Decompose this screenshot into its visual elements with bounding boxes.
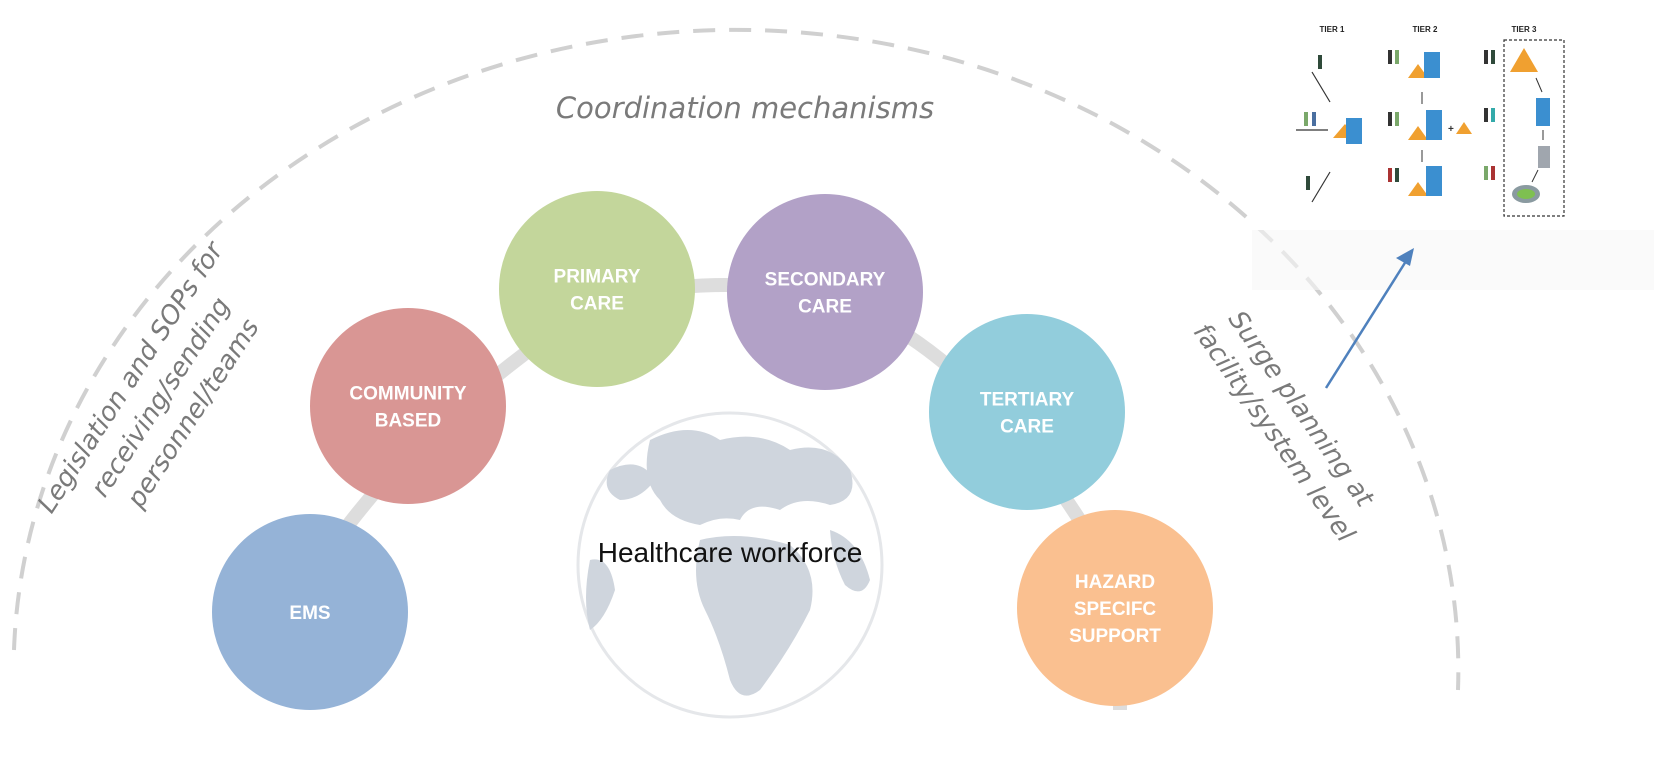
- tier-3-dashed-box: [1503, 39, 1565, 217]
- node-label-line: BASED: [375, 411, 442, 432]
- node-label-line: SUPPORT: [1069, 626, 1161, 647]
- node-circle: [499, 191, 695, 387]
- node-label-line: SECONDARY: [765, 270, 886, 291]
- arrow-to-inset: [1324, 248, 1414, 389]
- svg-text:+: +: [1448, 124, 1454, 135]
- node-circle: [727, 194, 923, 390]
- tier-3-title: TIER 3: [1512, 25, 1537, 34]
- tier-inset-image: TIER 1 TIER 2 TIER 3 +: [1252, 12, 1654, 290]
- node-tertiary-care: TERTIARY CARE: [929, 314, 1125, 510]
- node-hazard-specific-support: HAZARD SPECIFC SUPPORT: [1017, 510, 1213, 706]
- node-label-line: COMMUNITY: [349, 384, 466, 405]
- node-label-line: HAZARD: [1075, 572, 1155, 593]
- node-secondary-care: SECONDARY CARE: [727, 194, 923, 390]
- node-label-line: CARE: [570, 294, 624, 315]
- node-primary-care: PRIMARY CARE: [499, 191, 695, 387]
- dashed-outer-arc: [12, 27, 1461, 691]
- tier-1-title: TIER 1: [1320, 25, 1345, 34]
- center-label: Healthcare workforce: [598, 537, 863, 568]
- node-label-line: CARE: [798, 297, 852, 318]
- top-label: Coordination mechanisms: [556, 91, 934, 125]
- node-ems: EMS: [212, 514, 408, 710]
- node-community-based: COMMUNITY BASED: [310, 308, 506, 504]
- node-circle: [310, 308, 506, 504]
- node-label-line: CARE: [1000, 417, 1054, 438]
- globe-icon: [576, 411, 884, 719]
- tier-2-title: TIER 2: [1413, 25, 1438, 34]
- node-circle: [929, 314, 1125, 510]
- node-circle: [1017, 510, 1213, 706]
- node-label-line: TERTIARY: [980, 390, 1075, 411]
- node-label-line: PRIMARY: [554, 267, 641, 288]
- node-label-line: SPECIFC: [1074, 599, 1157, 620]
- node-circle: [212, 514, 408, 710]
- node-label-line: EMS: [289, 603, 330, 624]
